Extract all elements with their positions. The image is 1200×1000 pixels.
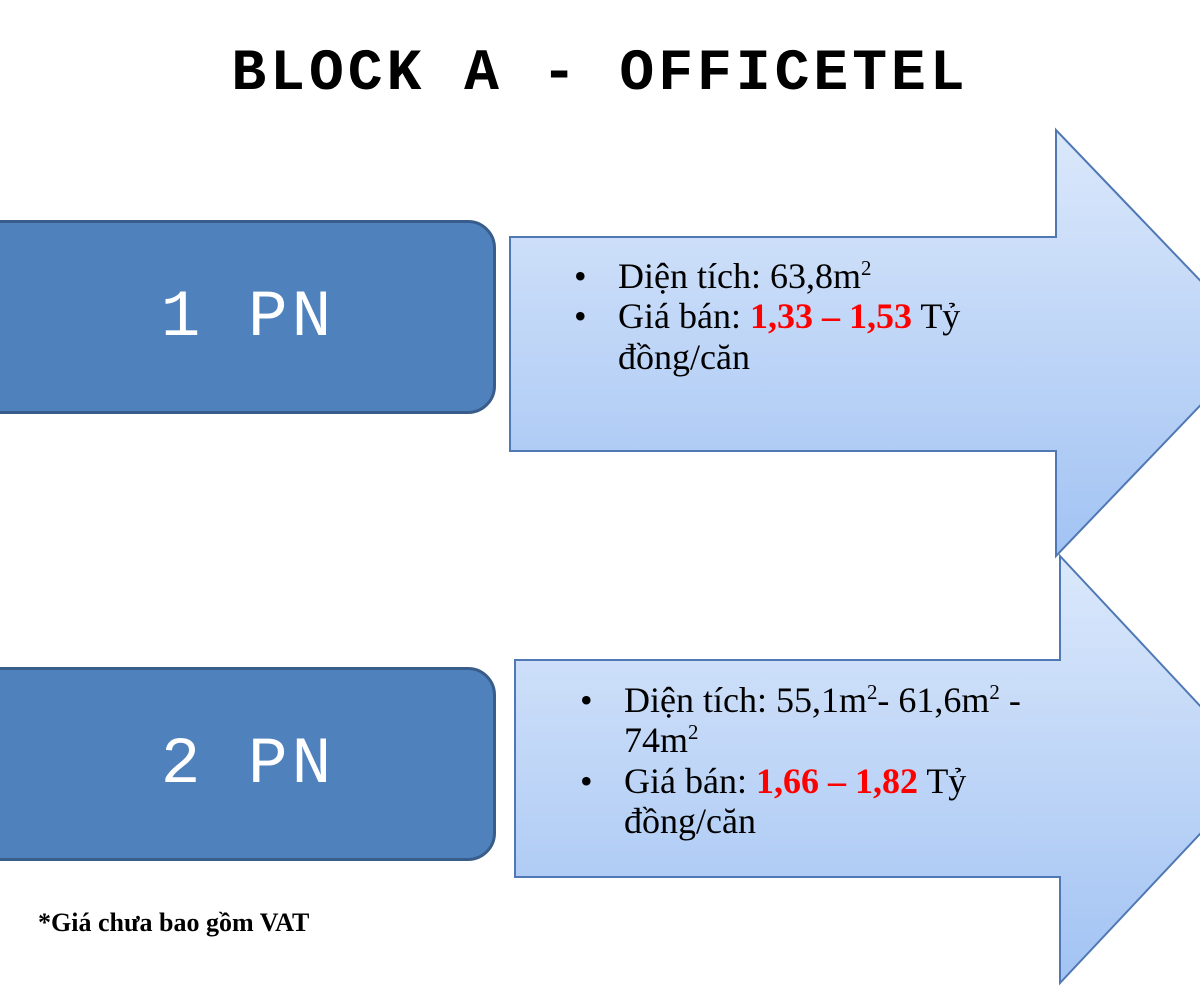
unit-box-2pn: 2 PN bbox=[0, 667, 496, 861]
unit-details-1pn: Diện tích: 63,8m2 Giá bán: 1,33 – 1,53 T… bbox=[574, 256, 1054, 377]
unit-details-2pn: Diện tích: 55,1m2- 61,6m2 - 74m2 Giá bán… bbox=[580, 680, 1080, 870]
page-title: BLOCK A - OFFICETEL bbox=[231, 42, 969, 107]
vat-note: *Giá chưa bao gồm VAT bbox=[38, 908, 310, 937]
price-value: 1,66 – 1,82 bbox=[755, 760, 918, 801]
unit-label-2pn: 2 PN bbox=[160, 726, 336, 802]
price-item: Giá bán: 1,33 – 1,53 Tỷ đồng/căn bbox=[574, 296, 1054, 377]
unit-label-1pn: 1 PN bbox=[160, 279, 336, 355]
unit-box-1pn: 1 PN bbox=[0, 220, 496, 414]
price-item: Giá bán: 1,66 – 1,82 Tỷ đồng/căn bbox=[580, 761, 1080, 842]
price-value: 1,33 – 1,53 bbox=[749, 296, 912, 337]
area-item: Diện tích: 55,1m2- 61,6m2 - 74m2 bbox=[580, 680, 1080, 761]
area-item: Diện tích: 63,8m2 bbox=[574, 256, 1054, 297]
